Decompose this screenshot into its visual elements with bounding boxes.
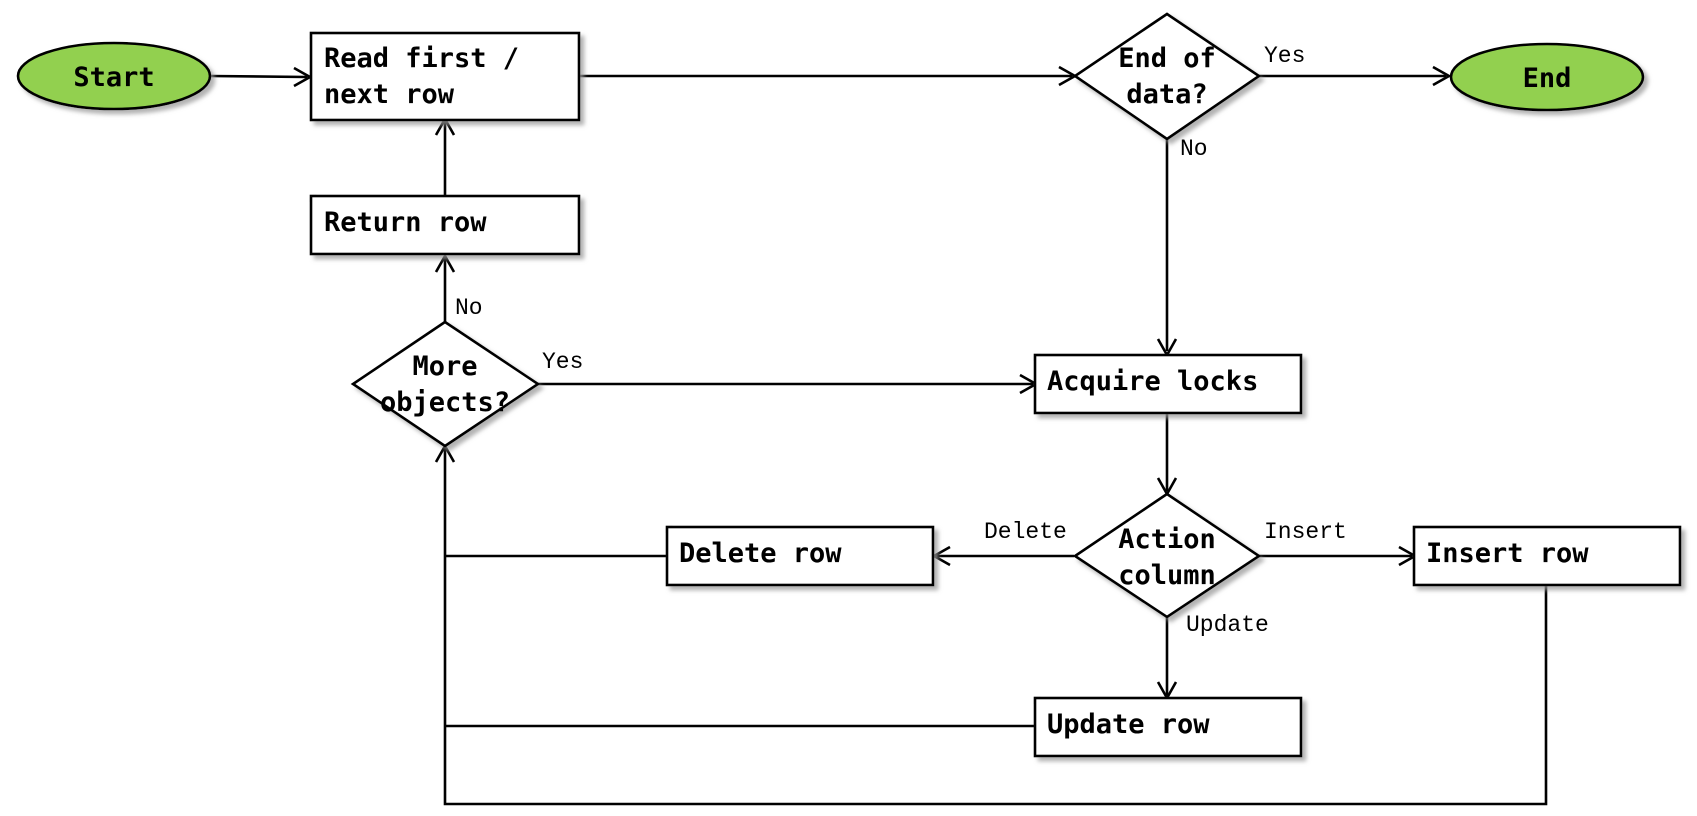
end-of-data-label-line2: data? (1126, 79, 1207, 110)
acquire-locks-label: Acquire locks (1047, 366, 1258, 397)
more-objects-diamond (350, 320, 541, 448)
more-objects-decision: More objects? (350, 320, 541, 448)
connectors (209, 74, 1548, 806)
read-row-rect (309, 31, 581, 122)
more-objects-label-line1: More (412, 351, 477, 382)
edge-insert-to-more-objects (443, 449, 1548, 806)
delete-row-rect (665, 525, 935, 587)
delete-row-label: Delete row (679, 538, 842, 569)
acquire-locks-box: Acquire locks (1033, 353, 1303, 415)
end-of-data-decision: End of data? (1072, 12, 1262, 141)
end-of-data-diamond (1072, 12, 1262, 141)
end-terminal: End (1449, 42, 1645, 112)
update-row-label: Update row (1047, 709, 1210, 740)
update-row-box: Update row (1033, 696, 1303, 758)
end-of-data-label-line1: End of (1118, 43, 1216, 74)
start-ellipse (16, 41, 212, 111)
arrowhead-up (434, 253, 456, 273)
no-label-end-of-data: No (1180, 136, 1208, 162)
end-label: End (1523, 63, 1572, 94)
action-column-label-line1: Action (1118, 524, 1216, 555)
start-terminal: Start (16, 41, 212, 111)
insert-row-box: Insert row (1412, 525, 1682, 587)
update-row-rect (1033, 696, 1303, 758)
insert-row-rect (1412, 525, 1682, 587)
yes-label-end-of-data: Yes (1264, 43, 1305, 69)
delete-row-box: Delete row (665, 525, 935, 587)
return-row-box: Return row (309, 194, 581, 256)
arrowhead-right (1432, 65, 1452, 87)
more-objects-label-line2: objects? (380, 387, 510, 418)
insert-row-label: Insert row (1426, 538, 1589, 569)
insert-label-action: Insert (1264, 519, 1347, 545)
edge-labels: Yes No No Yes Delete Insert Update (455, 43, 1347, 638)
end-ellipse (1449, 42, 1645, 112)
start-label: Start (73, 62, 154, 93)
action-column-label-line2: column (1118, 560, 1216, 591)
no-label-more-objects: No (455, 295, 483, 321)
edge-start-to-read (209, 74, 308, 79)
update-label-action: Update (1186, 612, 1269, 638)
read-row-label-line2: next row (324, 79, 455, 110)
read-row-box: Read first / next row (309, 31, 581, 122)
delete-label-action: Delete (984, 519, 1067, 545)
read-row-label-line1: Read first / (324, 43, 519, 74)
return-row-rect (309, 194, 581, 256)
action-column-decision: Action column (1072, 492, 1262, 619)
yes-label-more-objects: Yes (542, 349, 583, 375)
action-column-diamond (1072, 492, 1262, 619)
acquire-locks-rect (1033, 353, 1303, 415)
return-row-label: Return row (324, 207, 487, 238)
